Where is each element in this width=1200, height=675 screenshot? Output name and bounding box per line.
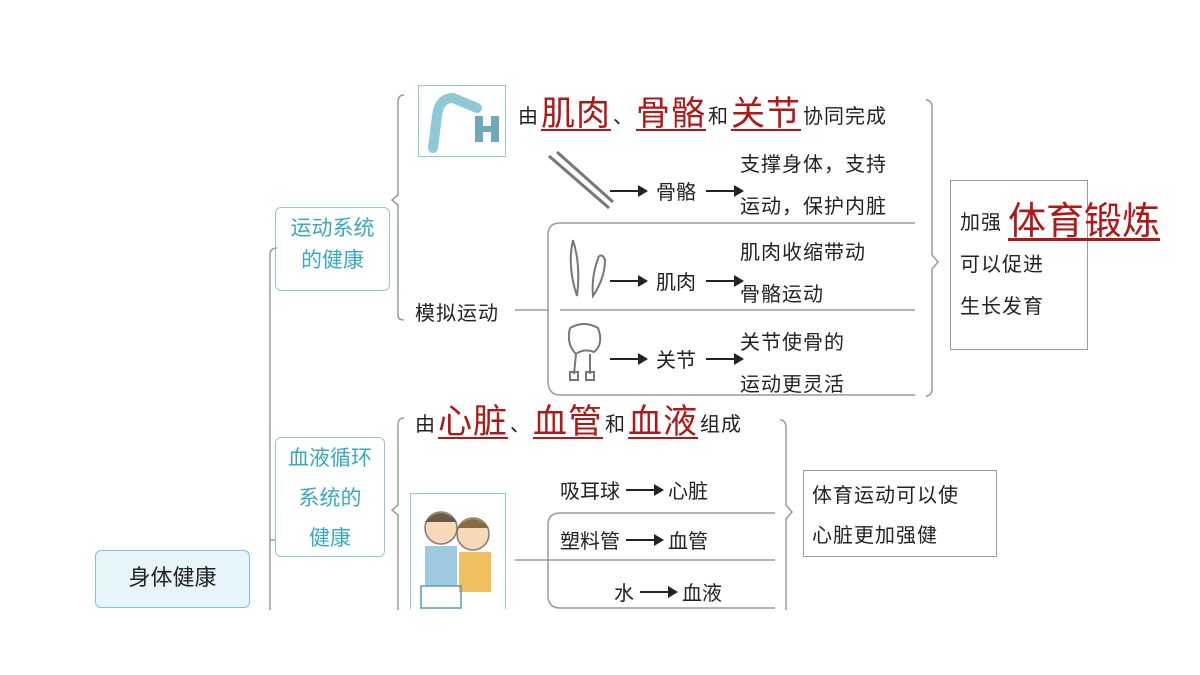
root-node: 身体健康	[95, 550, 250, 608]
joint-desc-line2: 运动更灵活	[740, 372, 845, 396]
simulate-frame	[547, 222, 915, 396]
motion-right-brace	[925, 99, 939, 397]
rubber-band-icon	[569, 239, 607, 299]
motion-compose-sentence: 由 肌肉 、 骨骼 和 关节 协同完成	[518, 86, 887, 135]
arrow-icon	[626, 533, 664, 546]
blood-title-line2: 系统的	[298, 486, 362, 510]
motion-conclusion-box	[950, 180, 1088, 350]
joint-model-icon	[567, 323, 602, 381]
blood-brace	[390, 417, 405, 610]
blood-row-heart: 吸耳球 心脏	[560, 479, 708, 503]
joint-desc-line1: 关节使骨的	[740, 330, 845, 354]
arrow-icon	[610, 274, 648, 287]
answer-exercise: 体育锻炼	[1008, 199, 1161, 243]
blood-conclusion-line2: 心脏更加强健	[812, 523, 938, 547]
motion-brace	[390, 94, 405, 321]
motion-system-node: 运动系统 的健康	[275, 207, 390, 291]
muscle-desc-line2: 骨骼运动	[740, 282, 824, 306]
motion-row-joint: 关节	[610, 344, 744, 373]
arm-muscle-illustration	[418, 85, 506, 157]
blood-conclusion-line1: 体育运动可以使	[812, 483, 959, 507]
conclusion-line2: 可以促进	[960, 252, 1044, 276]
simulate-motion-label: 模拟运动	[415, 301, 499, 325]
answer-joint: 关节	[731, 94, 801, 134]
blood-title-line1: 血液循环	[288, 446, 372, 470]
bone-desc-line1: 支撑身体，支持	[740, 152, 887, 176]
arrow-icon	[610, 184, 648, 197]
motion-title-line1: 运动系统	[290, 216, 375, 240]
blood-row-blood: 水 血液	[614, 581, 722, 605]
answer-vessel: 血管	[533, 402, 603, 442]
motion-row-muscle: 肌肉	[610, 266, 744, 295]
arrow-icon	[626, 483, 664, 496]
arrow-icon	[706, 352, 744, 365]
blood-system-node: 血液循环 系统的 健康	[275, 437, 385, 557]
conclusion-line3: 生长发育	[960, 294, 1044, 318]
answer-muscle: 肌肉	[541, 94, 611, 134]
blood-title-line3: 健康	[309, 526, 351, 550]
chopsticks-icon	[548, 150, 614, 210]
arrow-icon	[706, 184, 744, 197]
answer-bone: 骨骼	[636, 94, 706, 134]
answer-blood: 血液	[628, 402, 698, 442]
arrow-icon	[640, 585, 678, 598]
arrow-icon	[610, 352, 648, 365]
conclusion-prefix: 加强	[960, 210, 1002, 234]
muscle-desc-line1: 肌肉收缩带动	[740, 240, 866, 264]
motion-title-line2: 的健康	[301, 248, 364, 272]
bone-desc-line2: 运动，保护内脏	[740, 194, 887, 218]
blood-compose-sentence: 由 心脏 、 血管 和 血液 组成	[415, 394, 742, 443]
motion-row-bone: 骨骼	[610, 176, 744, 205]
kids-icon	[420, 511, 491, 609]
kids-experiment-illustration	[410, 493, 506, 609]
arm-icon	[428, 92, 499, 153]
blood-right-brace	[779, 419, 793, 610]
answer-heart: 心脏	[438, 402, 508, 442]
blood-row-vessel: 塑料管 血管	[560, 529, 708, 553]
blood-conclusion-box	[803, 470, 997, 557]
arrow-icon	[706, 274, 744, 287]
